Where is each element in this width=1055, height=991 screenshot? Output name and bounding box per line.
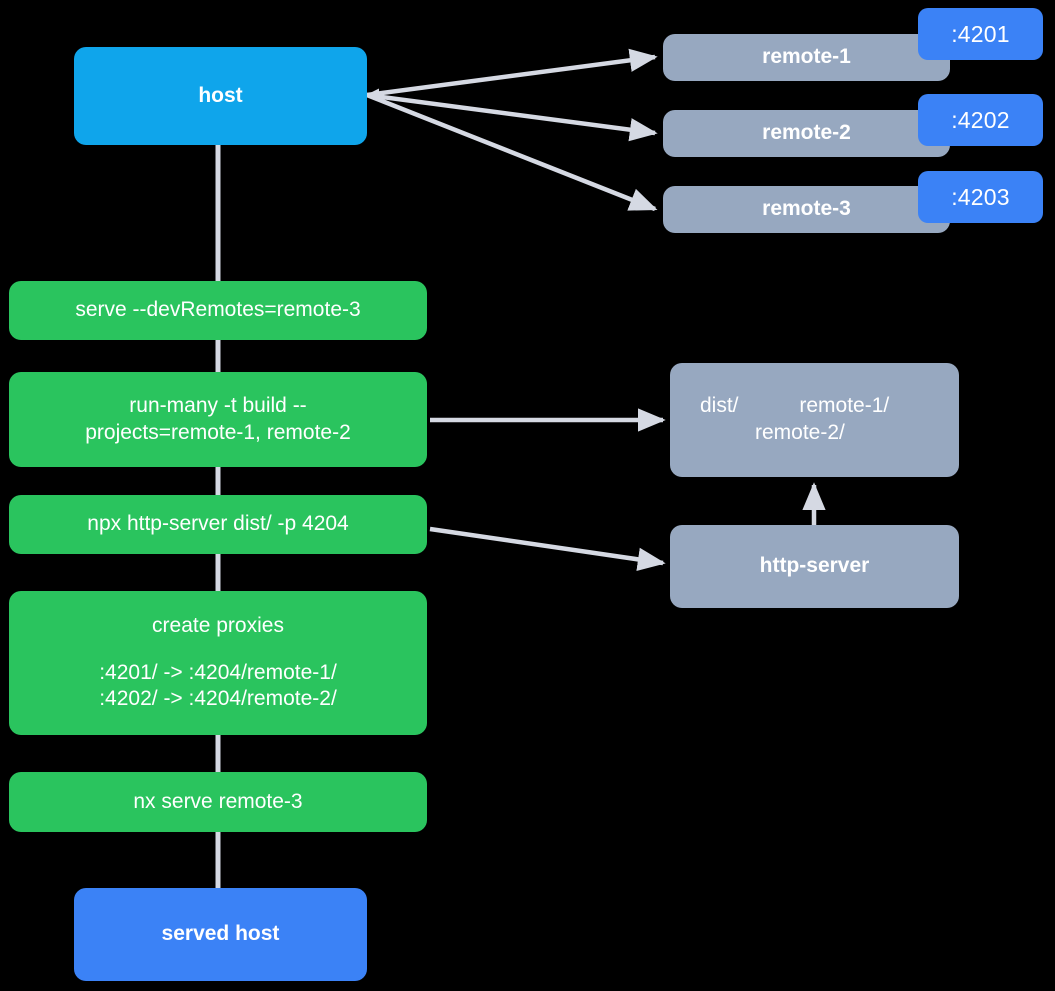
badge-remote-1-port-label: :4201 — [951, 20, 1010, 47]
badge-remote-3-port-label: :4203 — [951, 183, 1010, 210]
command-npx-http-server[interactable]: npx http-server dist/ -p 4204 — [9, 495, 427, 554]
node-host-label: host — [198, 83, 243, 107]
node-http-server-label: http-server — [759, 554, 870, 578]
command-create-proxies[interactable]: create proxies :4201/ -> :4204/remote-1/… — [9, 591, 427, 735]
command-create-proxies-title: create proxies — [152, 613, 284, 637]
command-nx-serve-remote-3-line-1: nx serve remote-3 — [133, 789, 303, 813]
node-remote-1-label: remote-1 — [762, 45, 851, 69]
node-remote-2-label: remote-2 — [762, 121, 851, 145]
node-remote-3-label: remote-3 — [762, 197, 851, 221]
node-http-server[interactable]: http-server — [670, 525, 959, 608]
node-host[interactable]: host — [74, 47, 367, 145]
command-serve-dev-remotes[interactable]: serve --devRemotes=remote-3 — [9, 281, 427, 340]
badge-remote-1-port: :4201 — [918, 8, 1043, 60]
edge-npx-to-http-server — [429, 526, 666, 571]
dist-folder-root: dist/ — [700, 394, 739, 418]
command-run-many-build-line-2: projects=remote-1, remote-2 — [85, 420, 351, 444]
node-dist-folder[interactable]: dist/ remote-1/ remote-2/ — [670, 363, 959, 477]
dist-folder-tree: dist/ remote-1/ remote-2/ — [670, 393, 959, 447]
node-served-host-label: served host — [161, 922, 280, 946]
edge-host-to-remote-1 — [366, 48, 658, 98]
node-remote-1[interactable]: remote-1 — [663, 34, 950, 81]
command-run-many-build[interactable]: run-many -t build -- projects=remote-1, … — [9, 372, 427, 467]
edge-host-to-remote-2 — [366, 92, 658, 142]
edge-host-to-remote-3 — [366, 92, 658, 212]
badge-remote-2-port-label: :4202 — [951, 106, 1010, 133]
command-npx-http-server-line-1: npx http-server dist/ -p 4204 — [87, 512, 349, 536]
command-run-many-build-line-1: run-many -t build -- — [129, 393, 307, 417]
edge-arrowhead-into-host — [366, 88, 379, 102]
command-create-proxies-mapping-1: :4201/ -> :4204/remote-1/ — [99, 660, 337, 684]
dist-folder-child-remote-1: remote-1/ — [799, 394, 890, 418]
badge-remote-3-port: :4203 — [918, 171, 1043, 223]
badge-remote-2-port: :4202 — [918, 94, 1043, 146]
command-create-proxies-mapping-2: :4202/ -> :4204/remote-2/ — [99, 687, 337, 711]
command-serve-dev-remotes-line-1: serve --devRemotes=remote-3 — [75, 298, 361, 322]
node-remote-3[interactable]: remote-3 — [663, 186, 950, 233]
node-served-host[interactable]: served host — [74, 888, 367, 981]
command-nx-serve-remote-3[interactable]: nx serve remote-3 — [9, 772, 427, 832]
dist-folder-child-remote-2: remote-2/ — [755, 421, 845, 444]
node-remote-2[interactable]: remote-2 — [663, 110, 950, 157]
